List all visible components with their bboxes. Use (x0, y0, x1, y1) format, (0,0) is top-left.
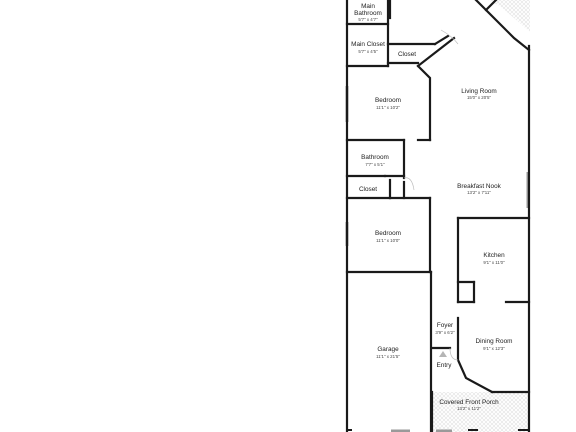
main-closet-dims: 5'7" x 4'5" (358, 49, 378, 54)
kitchen-dims: 9'1" x 11'0" (483, 260, 505, 265)
room-bedroom-lower: Bedroom 11'1" x 10'0" (375, 230, 401, 243)
bathroom-dims: 7'7" x 5'1" (365, 162, 385, 167)
living-room-name: Living Room (461, 88, 497, 95)
closet-upper-name: Closet (398, 51, 416, 58)
room-main-bathroom: Main Bathroom 5'7" x 4'7" (354, 3, 382, 22)
garage-name: Garage (377, 346, 399, 353)
entry-name: Entry (437, 362, 453, 369)
bedroom-upper-dims: 11'1" x 10'2" (376, 105, 400, 110)
room-garage: Garage 11'1" x 21'5" (376, 346, 400, 359)
room-living-room: Living Room 15'0" x 20'5" (461, 88, 497, 100)
room-closet-lower: Closet (359, 186, 377, 193)
porch-floor (432, 392, 530, 432)
room-kitchen: Kitchen 9'1" x 11'0" (483, 252, 505, 265)
room-covered-front-porch: Covered Front Porch 13'2" x 11'2" (439, 399, 499, 411)
main-bathroom-name: Main (361, 3, 375, 10)
room-closet-upper: Closet (398, 51, 416, 58)
upper-deck-floor (488, 0, 530, 32)
bathroom-name: Bathroom (361, 154, 389, 161)
foyer-dims: 3'9" x 6'2" (435, 330, 455, 335)
room-dining-room: Dining Room 9'1" x 12'3" (476, 338, 513, 351)
dining-room-name: Dining Room (476, 338, 513, 345)
garage-dims: 11'1" x 21'5" (376, 354, 400, 359)
bedroom-upper-name: Bedroom (375, 97, 401, 104)
kitchen-name: Kitchen (483, 252, 505, 259)
entry-marker-icon (439, 351, 447, 357)
room-main-closet: Main Closet 5'7" x 4'5" (351, 41, 385, 54)
room-entry: Entry (437, 362, 453, 369)
room-foyer: Foyer 3'9" x 6'2" (435, 322, 455, 335)
door-swings (403, 29, 459, 361)
room-breakfast-nook: Breakfast Nook 13'2" x 7'11" (457, 183, 501, 195)
living-room-dims: 15'0" x 20'5" (467, 95, 492, 100)
covered-front-porch-name: Covered Front Porch (439, 399, 499, 406)
foyer-name: Foyer (437, 322, 454, 329)
main-bathroom-name-2: Bathroom (354, 10, 382, 17)
dining-room-dims: 9'1" x 12'3" (483, 346, 505, 351)
room-bathroom: Bathroom 7'7" x 5'1" (361, 154, 389, 167)
bedroom-lower-dims: 11'1" x 10'0" (376, 238, 400, 243)
covered-front-porch-dims: 13'2" x 11'2" (457, 406, 481, 411)
walls (345, 0, 531, 432)
bedroom-lower-name: Bedroom (375, 230, 401, 237)
closet-lower-name: Closet (359, 186, 377, 193)
room-bedroom-upper: Bedroom 11'1" x 10'2" (375, 97, 401, 110)
main-closet-name: Main Closet (351, 41, 385, 48)
breakfast-nook-name: Breakfast Nook (457, 183, 501, 190)
main-bathroom-dims: 5'7" x 4'7" (358, 17, 378, 22)
breakfast-nook-dims: 13'2" x 7'11" (467, 190, 491, 195)
